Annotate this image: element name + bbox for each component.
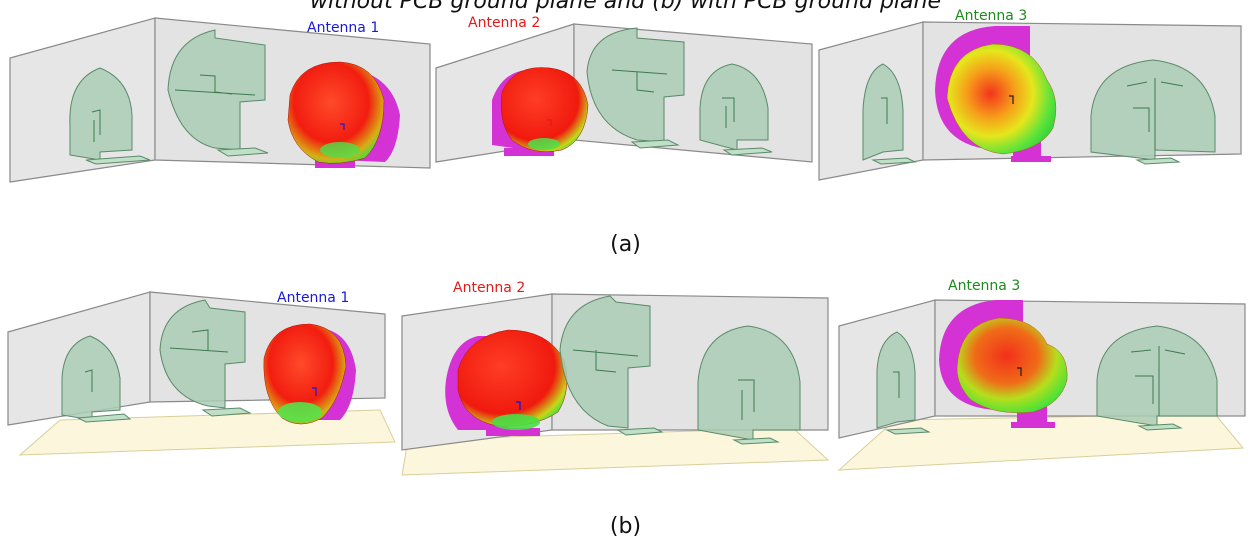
antenna-right [1096,325,1218,427]
antenna-left-wall [69,67,133,161]
subfigure-label-b: (b) [609,514,642,539]
antenna-back-wall [159,299,246,409]
room-model-illustration [7,291,396,456]
antenna-label: Antenna 1 [307,20,380,36]
room-model-illustration [9,17,431,183]
antenna-label: Antenna 3 [948,278,1021,294]
antenna-label: Antenna 2 [468,15,541,31]
room-model-illustration [818,21,1242,181]
panel-b-antenna-1: Antenna 1 [0,280,400,495]
antenna-right [1090,59,1216,161]
antenna-right [697,325,801,441]
panel-b-antenna-3: Antenna 3 [835,278,1251,495]
subfigure-label-a: (a) [610,232,641,257]
room-model-illustration [401,293,830,476]
antenna-back-wall [586,27,685,143]
radiation-pattern [457,329,568,427]
room-model-illustration [837,299,1246,471]
antenna-label: Antenna 1 [277,290,350,306]
antenna-label: Antenna 2 [453,280,526,296]
antenna-label: Antenna 3 [955,8,1028,24]
panel-a-antenna-2: Antenna 2 [432,0,817,200]
antenna-left-wall [876,331,916,429]
radiation-pattern [956,317,1068,414]
ground-plane [401,427,830,476]
antenna-left-wall [862,63,904,161]
panel-a-antenna-3: Antenna 3 [815,0,1251,200]
room-model-illustration [435,23,813,163]
radiation-pattern [946,43,1057,155]
radiation-pattern [287,61,385,164]
antenna-back-wall [167,29,266,151]
figure-caption: without PCB ground plane and (b) with PC… [310,0,941,14]
panel-b-antenna-2: Antenna 2 [398,280,838,495]
antenna-left-wall [61,335,121,421]
radiation-pattern [500,67,589,152]
antenna-back-wall [559,295,651,429]
radiation-pattern [263,323,347,425]
panel-a-antenna-1: Antenna 1 [0,0,435,200]
